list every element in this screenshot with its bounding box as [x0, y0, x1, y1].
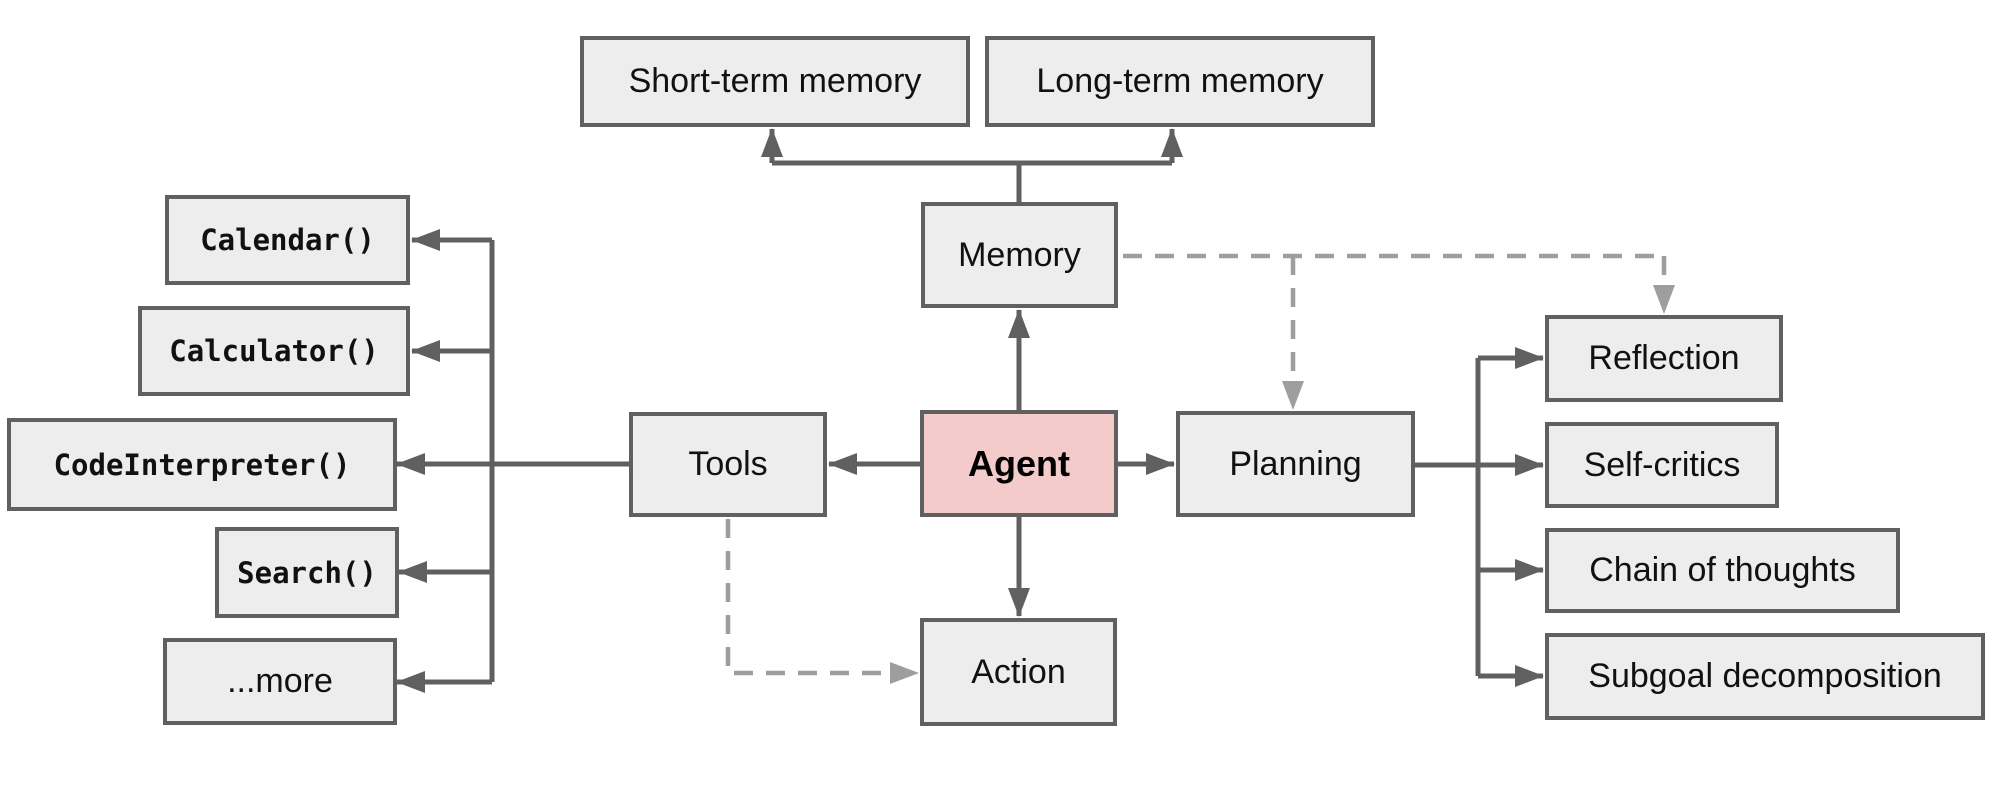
node-subgoal-decomposition: Subgoal decomposition: [1545, 633, 1985, 720]
reflection-label: Reflection: [1588, 339, 1740, 377]
agent-label: Agent: [968, 442, 1070, 484]
more-label: ...more: [227, 662, 333, 700]
node-chain-of-thoughts: Chain of thoughts: [1545, 528, 1900, 613]
node-self-critics: Self-critics: [1545, 422, 1779, 508]
edge-tools-to-action-dashed: [725, 519, 919, 684]
node-short-term-memory: Short-term memory: [580, 36, 970, 127]
search-label: Search(): [237, 555, 377, 590]
code-interpreter-label: CodeInterpreter(): [53, 447, 351, 482]
node-calculator: Calculator(): [138, 306, 410, 396]
node-tools: Tools: [629, 412, 827, 517]
tools-label: Tools: [688, 445, 768, 483]
memory-label: Memory: [958, 235, 1081, 274]
long-term-memory-label: Long-term memory: [1036, 62, 1324, 100]
node-more: ...more: [163, 638, 397, 725]
self-critics-label: Self-critics: [1583, 445, 1741, 484]
action-label: Action: [971, 652, 1066, 691]
node-agent: Agent: [920, 410, 1118, 517]
calculator-label: Calculator(): [169, 334, 379, 368]
node-search: Search(): [215, 527, 399, 618]
chain-of-thoughts-label: Chain of thoughts: [1589, 551, 1856, 589]
planning-label: Planning: [1229, 444, 1362, 483]
node-code-interpreter: CodeInterpreter(): [7, 418, 397, 511]
node-calendar: Calendar(): [165, 195, 410, 285]
node-memory: Memory: [921, 202, 1118, 308]
short-term-memory-label: Short-term memory: [628, 62, 922, 100]
subgoal-decomposition-label: Subgoal decomposition: [1588, 657, 1942, 695]
node-long-term-memory: Long-term memory: [985, 36, 1375, 127]
calendar-label: Calendar(): [200, 223, 375, 257]
node-planning: Planning: [1176, 411, 1415, 517]
node-action: Action: [920, 618, 1117, 726]
node-reflection: Reflection: [1545, 315, 1783, 402]
edge-memory-split-connector: [772, 160, 1172, 202]
